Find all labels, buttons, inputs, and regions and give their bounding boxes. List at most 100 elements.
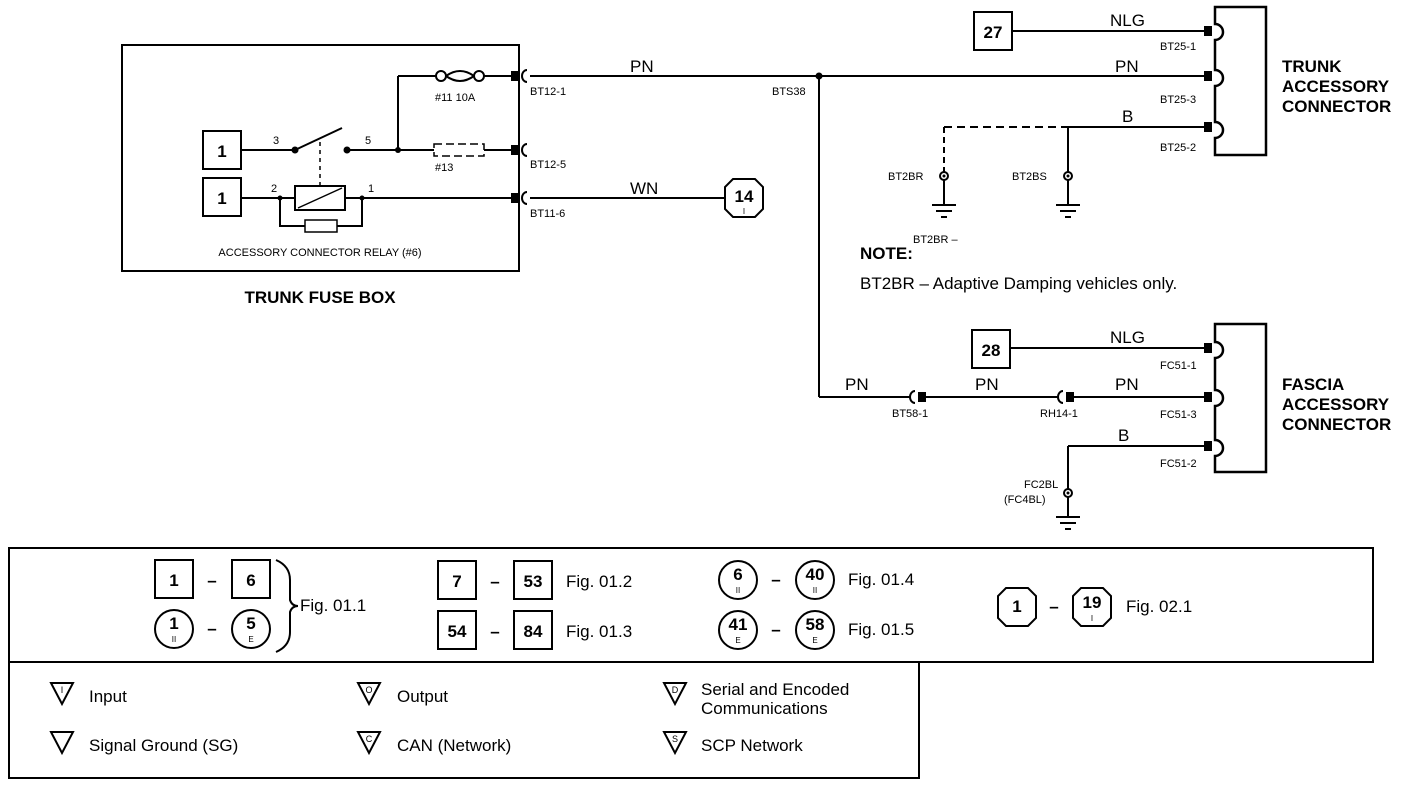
note-text: BT2BR – Adaptive Damping vehicles only. xyxy=(860,274,1177,293)
fig-key-box-6 xyxy=(231,559,271,599)
fig-key-fig-01-5: Fig. 01.5 xyxy=(848,620,914,639)
fig-key-octagon-19 xyxy=(1072,587,1112,627)
ref-14-label: 14 xyxy=(735,187,754,206)
pin-fc51-2: FC51-2 xyxy=(1160,458,1197,470)
fascia-connector-line-1: FASCIA xyxy=(1282,375,1344,394)
relay-switch xyxy=(294,127,343,151)
pin-rh14-1: RH14-1 xyxy=(1040,408,1078,420)
fig-key-circle-1-label: 1 xyxy=(169,614,178,633)
wire-nlg-fascia-label: NLG xyxy=(1110,328,1145,347)
fig-key-circle-58-label: 58 xyxy=(806,615,825,634)
pin-bt25-2: BT25-2 xyxy=(1160,142,1196,154)
splice-bts38-label: BTS38 xyxy=(772,86,806,98)
fig-key-circle-5-sub: E xyxy=(248,635,253,644)
wire-pn-label-4: PN xyxy=(975,375,999,394)
fig-key-box-84 xyxy=(513,610,553,650)
fig-key-brace-icon xyxy=(275,559,299,653)
fuse-box-title: TRUNK FUSE BOX xyxy=(244,288,396,307)
ref-box-1-bottom-label: 1 xyxy=(217,189,226,208)
fig-key-circle-1-sub: II xyxy=(172,635,176,644)
fig-key-fig-02-1: Fig. 02.1 xyxy=(1126,597,1192,616)
serial-icon xyxy=(662,682,688,707)
fig-key-box-54-label: 54 xyxy=(448,622,467,641)
wire-pn-label-5: PN xyxy=(1115,375,1139,394)
ground-bt2bs-label: BT2BS xyxy=(1012,171,1047,183)
fig-key-dash-6: – xyxy=(771,620,780,639)
fig-key-box-53 xyxy=(513,560,553,600)
trunk-fuse-box xyxy=(121,44,520,272)
fig-key-circle-41-label: 41 xyxy=(729,615,748,634)
fig-key-circle-41 xyxy=(718,610,758,650)
fig-key-octagon-19-sub: I xyxy=(1091,614,1093,623)
can-icon-letter: C xyxy=(366,734,373,744)
legend-panel xyxy=(8,661,920,779)
relay-pin-1: 1 xyxy=(368,183,374,195)
pin-bt25-1: BT25-1 xyxy=(1160,41,1196,53)
scp-icon-letter: S xyxy=(672,734,678,744)
ref-box-28-label: 28 xyxy=(982,341,1001,360)
fig-key-box-54 xyxy=(437,610,477,650)
fig-key-dash-3: – xyxy=(490,572,499,591)
fig-key-circle-5-label: 5 xyxy=(246,614,255,633)
output-icon-letter: O xyxy=(365,685,372,695)
legend-serial-line-2: Communications xyxy=(701,699,828,718)
resistor-icon xyxy=(304,219,338,233)
fig-key-box-7 xyxy=(437,560,477,600)
fig-key-box-1-label: 1 xyxy=(169,571,178,590)
fig-key-octagon-1 xyxy=(997,587,1037,627)
fig-key-box-53-label: 53 xyxy=(524,572,543,591)
fuse-11-icon xyxy=(445,70,475,77)
trunk-connector-line-2: ACCESSORY xyxy=(1282,77,1390,96)
ground-bt2br-label: BT2BR xyxy=(888,171,924,183)
fascia-connector-line-2: ACCESSORY xyxy=(1282,395,1390,414)
fig-key-fig-01-4: Fig. 01.4 xyxy=(848,570,914,589)
fig-key-dash-2: – xyxy=(207,619,216,638)
fig-key-circle-40 xyxy=(795,560,835,600)
ground-fc2bl-label: FC2BL xyxy=(1024,479,1058,491)
signal-ground-icon xyxy=(49,731,75,756)
relay-label: ACCESSORY CONNECTOR RELAY (#6) xyxy=(218,247,421,259)
fuse-13-label: #13 xyxy=(435,162,453,174)
scp-icon xyxy=(662,731,688,756)
pin-fc51-1: FC51-1 xyxy=(1160,360,1197,372)
legend-scp: SCP Network xyxy=(701,736,803,755)
ref-box-27-label: 27 xyxy=(984,23,1003,42)
fig-key-fig-01-1: Fig. 01.1 xyxy=(300,596,366,615)
note-title: NOTE: xyxy=(860,244,913,263)
fig-key-circle-40-sub: II xyxy=(813,586,817,595)
serial-icon-letter: D xyxy=(672,685,679,695)
fig-key-octagon-19-label: 19 xyxy=(1083,593,1102,612)
fascia-accessory-connector xyxy=(1213,322,1268,474)
fig-key-box-84-label: 84 xyxy=(524,622,543,641)
ground-fc4bl-label: (FC4BL) xyxy=(1004,494,1046,506)
relay-pin-5: 5 xyxy=(365,135,371,147)
fig-key-circle-6 xyxy=(718,560,758,600)
fig-key-box-6-label: 6 xyxy=(246,571,255,590)
fig-key-fig-01-3: Fig. 01.3 xyxy=(566,622,632,641)
fig-key-circle-6-label: 6 xyxy=(733,565,742,584)
wire-pn-label-1: PN xyxy=(630,57,654,76)
pin-bt11-6: BT11-6 xyxy=(530,208,565,220)
pin-bt12-1: BT12-1 xyxy=(530,86,566,98)
fig-key-octagon-1-label: 1 xyxy=(1012,597,1021,616)
trunk-accessory-connector xyxy=(1213,5,1268,157)
input-icon xyxy=(49,682,75,707)
fig-key-circle-58-sub: E xyxy=(812,636,817,645)
ref-14-sub: I xyxy=(743,207,745,216)
ref-box-1-top-label: 1 xyxy=(217,142,226,161)
fig-key-dash-4: – xyxy=(490,622,499,641)
legend-signal-ground: Signal Ground (SG) xyxy=(89,736,238,755)
wire-nlg-trunk-label: NLG xyxy=(1110,11,1145,30)
legend-output: Output xyxy=(397,687,448,706)
wire-b-fascia-label: B xyxy=(1118,426,1129,445)
trunk-connector-line-3: CONNECTOR xyxy=(1282,97,1391,116)
ref-octagon-14 xyxy=(724,178,764,218)
fuse-11-label: #11 10A xyxy=(435,92,476,104)
relay-pin-2: 2 xyxy=(271,183,277,195)
fig-key-circle-1 xyxy=(154,609,194,649)
legend-can: CAN (Network) xyxy=(397,736,511,755)
pin-bt25-3: BT25-3 xyxy=(1160,94,1196,106)
fig-key-dash-5: – xyxy=(771,570,780,589)
note-mark: BT2BR – xyxy=(913,234,959,246)
